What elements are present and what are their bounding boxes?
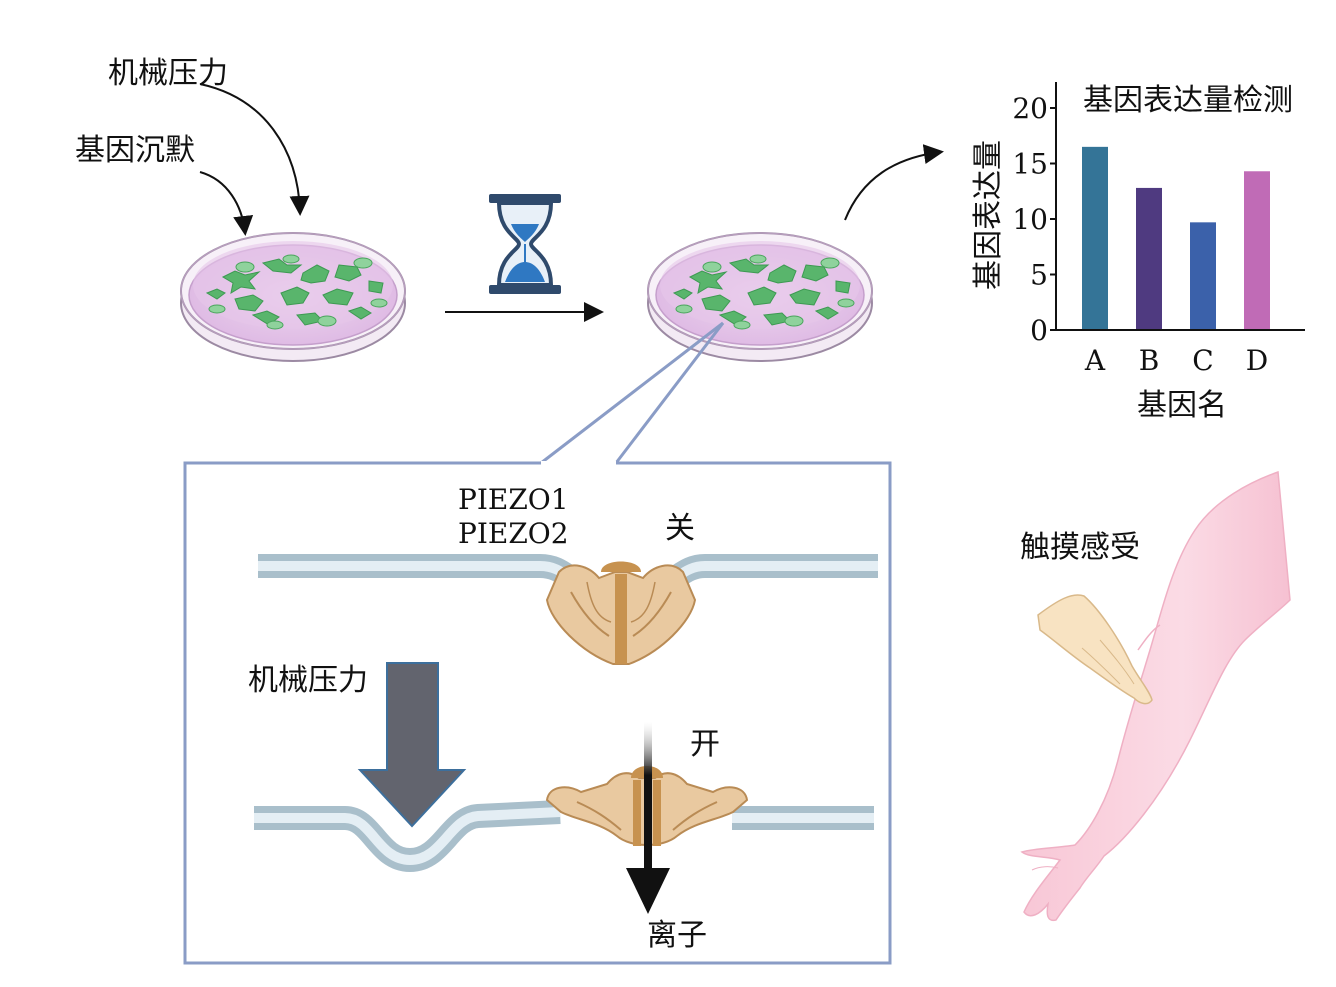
- piezo2-label: PIEZO2: [458, 517, 569, 550]
- chart-y-label: 基因表达量: [971, 140, 1006, 290]
- to-chart-arrow: [844, 144, 944, 221]
- chart-title: 基因表达量检测: [1083, 83, 1293, 118]
- y-tick-label: 0: [1030, 314, 1048, 347]
- y-tick-label: 15: [1012, 148, 1048, 181]
- bar-c: [1190, 222, 1216, 330]
- bar-d: [1244, 171, 1270, 330]
- y-tick-label: 10: [1012, 203, 1048, 236]
- piezo1-label: PIEZO1: [458, 483, 569, 516]
- petri-dish-icon: [647, 232, 873, 362]
- open-label: 开: [690, 727, 720, 762]
- pointing-hand-illustration: [1037, 594, 1153, 705]
- touch-sensation-label: 触摸感受: [1020, 530, 1140, 565]
- piezo-channel-icon: [545, 561, 697, 665]
- gene-silencing-label: 基因沉默: [75, 133, 195, 168]
- x-tick-label: A: [1084, 344, 1106, 377]
- y-tick-label: 5: [1030, 259, 1048, 292]
- hourglass-icon: [489, 194, 561, 294]
- chart-x-label: 基因名: [1137, 388, 1227, 423]
- ions-label: 离子: [647, 918, 707, 953]
- membrane-bottom: [254, 800, 874, 873]
- force-pointer-arrow: [199, 83, 310, 216]
- silencing-pointer-arrow: [199, 171, 254, 236]
- x-tick-label: C: [1192, 344, 1213, 377]
- zoom-line-left: [540, 321, 724, 465]
- inset-panel: [183, 461, 892, 965]
- petri-dish-icon: [180, 232, 406, 362]
- closed-label: 关: [665, 511, 695, 546]
- down-arrow-icon: [357, 662, 467, 828]
- arm-illustration: [1020, 470, 1291, 922]
- y-tick-label: 20: [1012, 92, 1048, 125]
- bar-b: [1136, 187, 1162, 330]
- x-tick-label: D: [1246, 344, 1268, 377]
- chart-bars: [1082, 146, 1270, 330]
- mechanical-force-label-inset: 机械压力: [248, 663, 368, 698]
- bar-a: [1082, 146, 1108, 330]
- x-tick-label: B: [1139, 344, 1160, 377]
- ion-flow-arrow: [626, 722, 670, 914]
- chart-y-ticks: 0 5 10 15 20: [1012, 92, 1056, 347]
- zoom-line-right: [614, 322, 725, 464]
